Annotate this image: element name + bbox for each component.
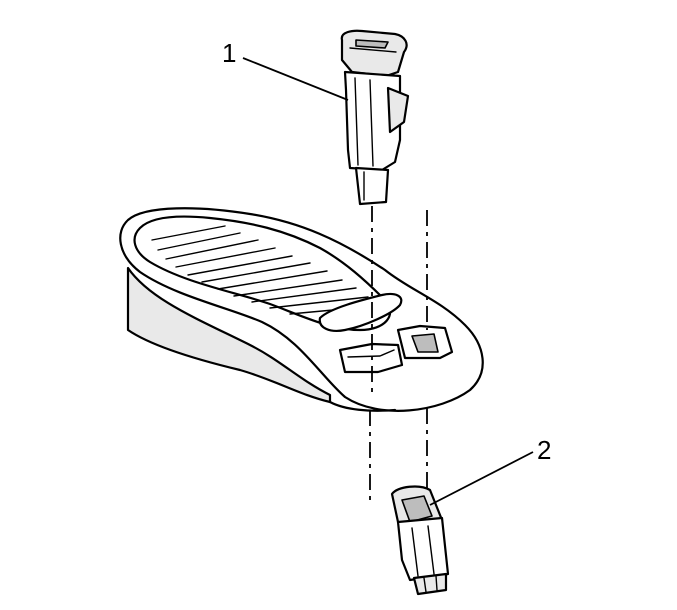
bezel-side-skirt xyxy=(126,266,332,404)
bezel-inner-recess xyxy=(133,215,392,332)
callout-2: 2 xyxy=(429,435,551,506)
bezel-base-edge xyxy=(328,400,397,412)
grille-slats xyxy=(151,225,377,315)
bezel-oval-slot xyxy=(318,292,403,332)
callout-1-leader xyxy=(242,57,349,101)
callout-2-leader xyxy=(429,451,534,506)
callout-1: 1 xyxy=(222,38,349,101)
component-2-switch xyxy=(390,485,450,596)
switch-opening-left xyxy=(338,342,404,374)
component-1-terminal-stem xyxy=(354,166,390,206)
console-bezel xyxy=(119,207,484,412)
component-1-retaining-tab xyxy=(386,86,410,134)
component-2-terminals xyxy=(412,572,448,596)
component-2-body xyxy=(396,516,450,582)
callout-1-number: 1 xyxy=(222,38,236,68)
component-1-cap xyxy=(340,29,408,78)
callout-2-number: 2 xyxy=(537,435,551,465)
assembly-centerlines xyxy=(369,206,428,505)
component-1-switch xyxy=(340,29,410,206)
